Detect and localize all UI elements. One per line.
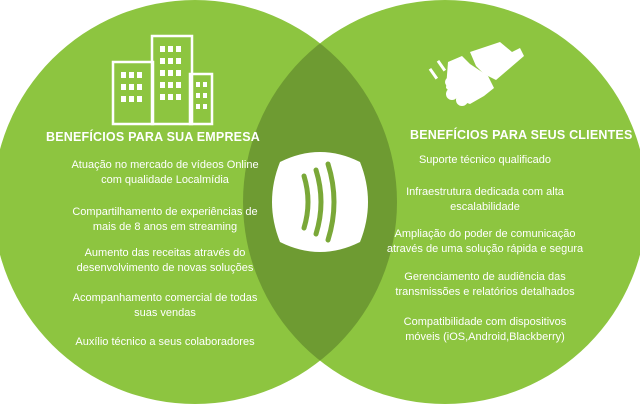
left-item-2-line2: mais de 8 anos em streaming — [92, 221, 238, 233]
right-item-5-line1: Compatibilidade com dispositivos — [403, 316, 567, 328]
left-item-5: Auxílio técnico a seus colaboradores — [40, 335, 290, 350]
left-item-2-line1: Compartilhamento de experiências de — [72, 206, 258, 218]
right-item-3-line2: através de uma solução rápida e segura — [386, 243, 584, 255]
right-item-1-line1: Suporte técnico qualificado — [418, 154, 552, 166]
right-item-1: Suporte técnico qualificado — [360, 153, 610, 168]
left-item-3-line1: Aumento das receitas através do — [84, 247, 246, 259]
right-item-2: Infraestrutura dedicada com alta escalab… — [360, 185, 610, 215]
right-item-5: Compatibilidade com dispositivos móveis … — [360, 315, 610, 345]
left-heading: BENEFÍCIOS PARA SUA EMPRESA — [46, 130, 260, 144]
left-item-3-line2: desenvolvimento de novas soluções — [76, 262, 254, 274]
left-item-1: Atuação no mercado de vídeos Online com … — [40, 158, 290, 188]
right-item-4: Gerenciamento de audiência das transmiss… — [360, 270, 610, 300]
streaming-logo-icon — [272, 152, 368, 252]
right-item-4-line2: transmissões e relatórios detalhados — [395, 286, 575, 298]
left-item-1-line2: com qualidade Localmídia — [101, 174, 229, 186]
left-item-1-line1: Atuação no mercado de vídeos Online — [71, 159, 259, 171]
left-item-5-line1: Auxílio técnico a seus colaboradores — [75, 336, 255, 348]
left-item-4-line1: Acompanhamento comercial de todas — [72, 292, 258, 304]
left-item-3: Aumento das receitas através do desenvol… — [40, 246, 290, 276]
buildings-icon — [111, 34, 214, 126]
left-item-4: Acompanhamento comercial de todas suas v… — [40, 291, 290, 321]
right-item-3: Ampliação do poder de comunicação atravé… — [360, 227, 610, 257]
right-item-5-line2: móveis (iOS,Android,Blackberry) — [405, 331, 565, 343]
handshake-icon — [428, 42, 524, 106]
right-item-4-line1: Gerenciamento de audiência das — [404, 271, 566, 283]
right-item-2-line2: escalabilidade — [450, 201, 520, 213]
left-item-2: Compartilhamento de experiências de mais… — [40, 205, 290, 235]
right-item-2-line1: Infraestrutura dedicada com alta — [406, 186, 564, 198]
overlap-lens — [243, 0, 397, 404]
right-heading: BENEFÍCIOS PARA SEUS CLIENTES — [410, 128, 633, 142]
right-item-3-line1: Ampliação do poder de comunicação — [394, 228, 576, 240]
left-item-4-line2: suas vendas — [134, 307, 196, 319]
